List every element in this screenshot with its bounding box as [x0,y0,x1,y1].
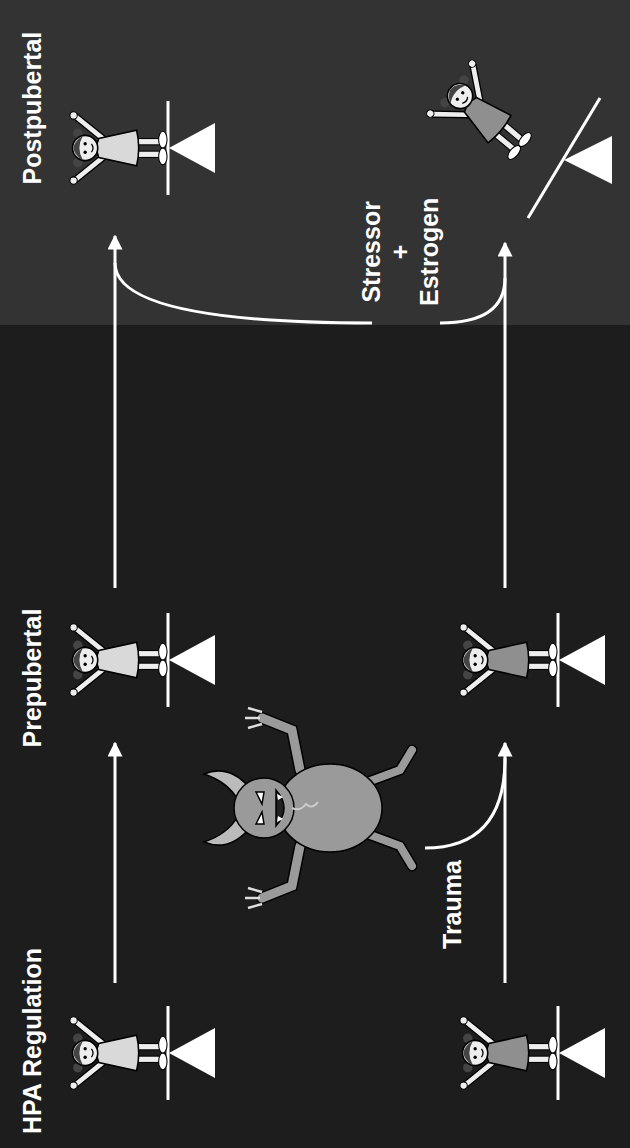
girl-figures [70,58,557,1089]
stage-panel [0,0,630,325]
flow-arrows [115,236,505,983]
trauma-demon [204,708,412,908]
trauma-label: Trauma [438,860,467,949]
balance-symbols [168,98,612,1100]
stage-header: Prepubertal [18,609,47,748]
stressor-label: Stressor + Estrogen [357,198,443,306]
row-label: HPA Regulation [18,948,47,1134]
stage-header: Postpubertal [18,32,47,185]
